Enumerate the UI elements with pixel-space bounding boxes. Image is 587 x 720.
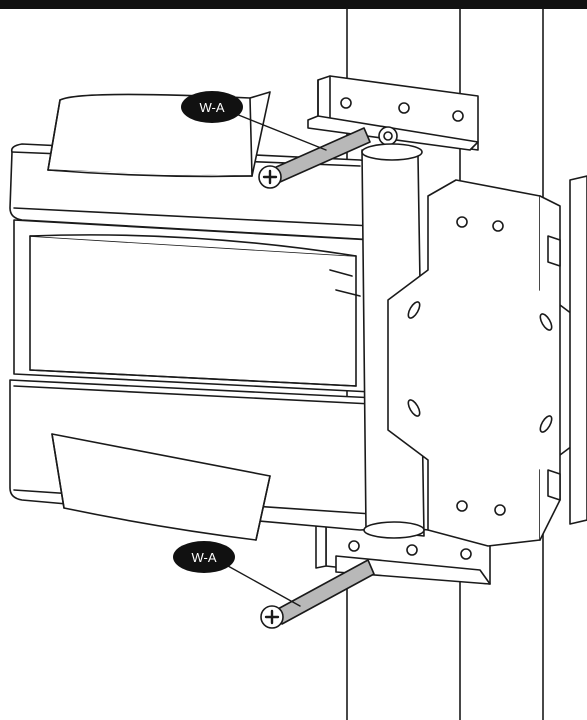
callout-label-lower: W-A — [191, 550, 216, 565]
callout-label-upper: W-A — [199, 100, 224, 115]
lower-screw — [260, 559, 375, 629]
upper-screw — [258, 127, 371, 189]
display-plate — [387, 179, 581, 547]
middle-arm — [13, 219, 373, 393]
lower-arm — [9, 379, 377, 541]
top-bar — [0, 0, 587, 9]
callout-upper: W-A — [181, 91, 243, 123]
side-tab — [569, 175, 587, 525]
leader-lines — [227, 113, 327, 607]
upper-wall-bracket — [307, 75, 479, 151]
callout-lower: W-A — [173, 541, 235, 573]
